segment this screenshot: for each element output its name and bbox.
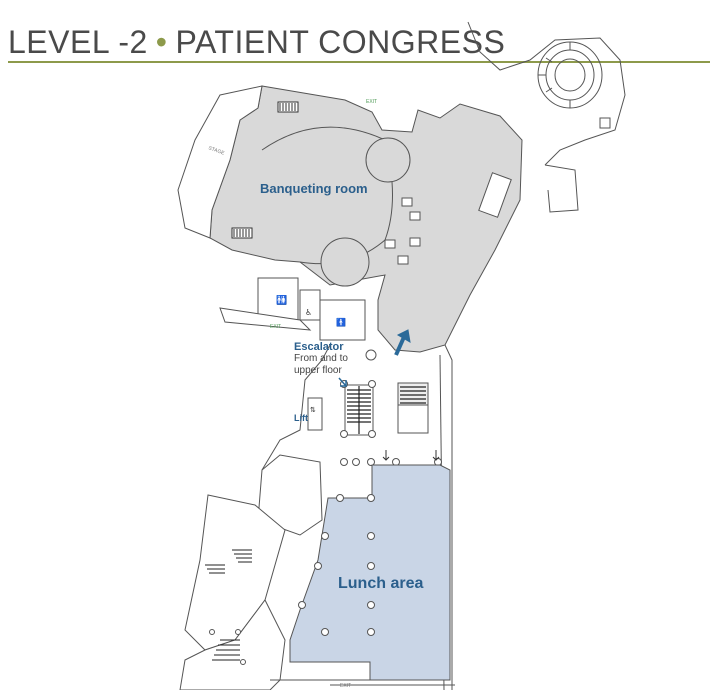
stairs-icon (205, 549, 252, 661)
escalator-stairs (347, 386, 426, 434)
toilets-block (219, 277, 366, 341)
staircase-hatch-top (277, 101, 299, 113)
banqueting-room-label: Banqueting room (260, 181, 368, 196)
stage-block (177, 85, 263, 239)
corridor-boxes (384, 172, 512, 265)
round-booth-bottom (320, 237, 370, 287)
lunch-columns (298, 494, 375, 636)
toilet-icon-2: 🚹 (336, 317, 346, 327)
lift-icon: ⇅ (310, 406, 316, 414)
disabled-access-icon: ♿ (305, 308, 312, 317)
level-text: LEVEL -2 (8, 24, 148, 60)
lunch-area-label: Lunch area (338, 575, 424, 592)
title-underline (8, 61, 710, 63)
toilet-icon: 🚻 (276, 294, 287, 306)
bottom-wall (270, 679, 455, 686)
banqueting-room-area (209, 85, 523, 353)
escalator-title: Escalator (294, 341, 344, 353)
round-booth-top (365, 137, 411, 183)
corridor-wall-right (444, 344, 453, 690)
left-wing (179, 454, 323, 690)
staircase-hatch-bottom (231, 227, 253, 239)
escalator-desc-line1: From and to (294, 353, 348, 364)
map-title: LEVEL -2•PATIENT CONGRESS (8, 24, 505, 61)
congress-text: PATIENT CONGRESS (175, 24, 506, 60)
escalator-pointer-arrow (338, 377, 347, 387)
title-separator-dot: • (155, 24, 168, 60)
escalator-arrow-icon (394, 329, 411, 356)
amphitheater (537, 41, 611, 129)
exit-label-bottom: EXIT (340, 683, 352, 689)
lunch-area (289, 464, 451, 681)
down-arrow-icon (382, 450, 440, 461)
exit-label-left: EXIT (270, 324, 282, 330)
corridor-wall-left (261, 344, 331, 471)
columns (340, 349, 442, 466)
lift-box (307, 397, 323, 431)
lift-label: Lift (294, 413, 308, 423)
outer-wall-top-right (467, 21, 626, 166)
outer-wall-right-upper (544, 164, 579, 213)
exit-label-top: EXIT (366, 99, 378, 105)
escalator-desc-line2: upper floor (294, 365, 342, 376)
